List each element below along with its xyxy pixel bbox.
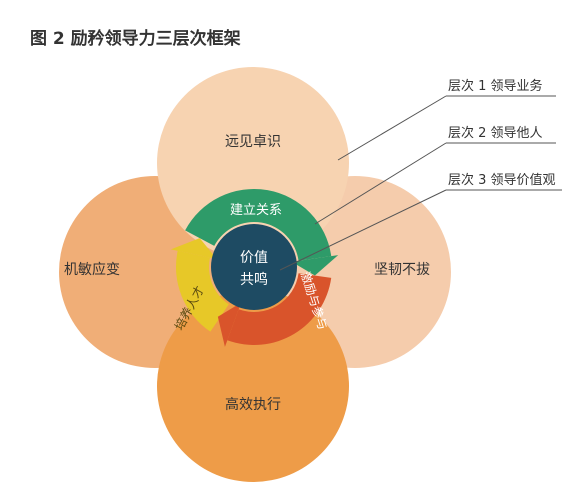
petal-bottom-label: 高效执行 — [225, 396, 281, 413]
callout-label-3: 层次 3 领导价值观 — [448, 172, 556, 188]
petal-left-label: 机敏应变 — [64, 261, 120, 278]
callout-label-2: 层次 2 领导他人 — [448, 125, 543, 141]
callout-line-2 — [314, 142, 447, 225]
ring-arrowhead-green — [291, 255, 339, 276]
callout-label-1: 层次 1 领导业务 — [448, 78, 543, 94]
center-label-line2: 共鸣 — [240, 271, 268, 288]
center-label-line1: 价值 — [240, 250, 268, 266]
ring-arrowhead-yellow — [170, 238, 217, 260]
cycle-ring — [170, 189, 339, 347]
ring-segment-develop-talent — [176, 250, 229, 332]
ring-arrowhead-orange — [217, 302, 242, 347]
ring-segment-motivate-engage — [227, 273, 332, 346]
callout-line-1 — [337, 95, 447, 161]
petal-right-label: 坚韧不拔 — [374, 262, 430, 278]
center-circle — [211, 224, 297, 310]
petal-top-label: 远见卓识 — [225, 134, 281, 150]
ring-label-top: 建立关系 — [230, 203, 282, 218]
figure-title: 图 2 励矜领导力三层次框架 — [30, 28, 241, 49]
petal-bottom — [157, 290, 349, 482]
callout-line-3 — [279, 189, 447, 271]
ring-segment-build-relationships — [185, 189, 332, 261]
